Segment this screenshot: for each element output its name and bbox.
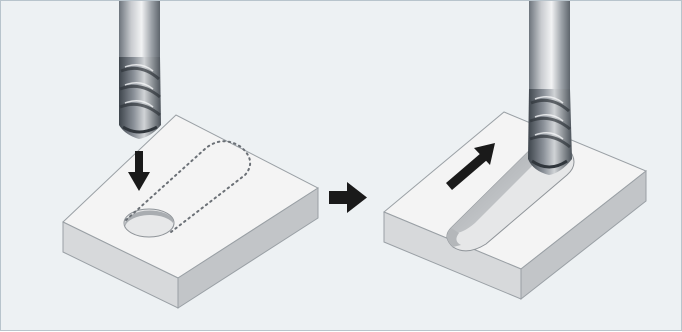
end-mill-tool-left [119, 1, 161, 139]
tool-shank [529, 1, 570, 89]
workpiece-block-left [63, 115, 318, 308]
transition-arrow [329, 182, 367, 213]
plunge-hole [124, 209, 174, 237]
step-slot [384, 1, 646, 299]
end-mill-tool-right [528, 1, 572, 175]
tool-shank [119, 1, 160, 57]
step-plunge [63, 1, 318, 308]
